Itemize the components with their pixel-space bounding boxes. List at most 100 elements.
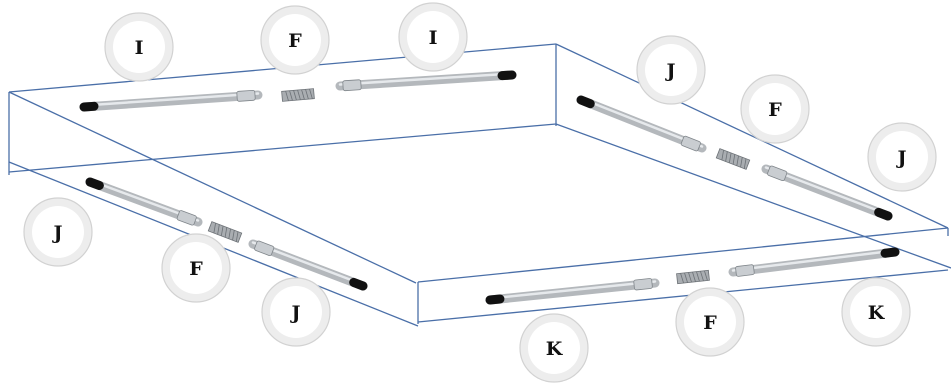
tube-back-left [79,89,263,112]
tube-highlight [82,92,260,107]
badge-label: J [896,147,907,169]
tube-body [761,164,893,221]
connector-rib [743,158,747,169]
tube-end-cap [485,294,505,305]
tube-left-upper [85,177,203,227]
connector-rib [309,88,313,99]
connector-rib [297,89,301,100]
frame-edge-right-upper [555,43,949,229]
frame-edge-front-lower [417,269,949,323]
connector-rib [305,89,309,100]
badge-back-right: I [398,2,468,72]
badge-label: J [290,302,301,324]
light-tubes [79,70,900,305]
connector-rib [740,157,743,168]
tube-clip [680,135,701,152]
tube-highlight [488,280,657,300]
connector-front [676,269,710,285]
connector-rib [732,154,736,165]
connector-rib [293,90,297,101]
badge-label: I [429,27,438,49]
connector-right [715,148,751,170]
tube-clip [767,165,788,182]
badge-front-left: K [519,313,589,383]
tube-clip [735,264,755,277]
tube-end-cap [874,207,893,221]
tube-body [79,90,263,112]
frame-edge-front-upper [417,227,949,283]
connector-rib [213,222,216,234]
badge-label: K [868,302,886,324]
tube-clip [254,240,275,256]
connector-rib [285,90,289,101]
tube-front-right [728,247,900,277]
connector-rib [721,149,724,161]
badge-right-bottom: J [867,122,937,192]
label-badges: I F I J F J J F [23,2,937,383]
connector-rib [684,272,688,283]
connector-rib [220,225,224,237]
connector-rib [301,89,305,100]
tube-end-cap [880,247,900,258]
tube-back-right [335,70,517,92]
connector-rib [725,151,728,162]
badge-label: K [546,338,564,360]
tube-highlight [338,72,514,86]
badge-left-bottom: J [261,277,331,347]
tube-clip [176,210,197,226]
tube-body [485,278,660,305]
tube-front-left [485,278,660,305]
tube-connectors [207,88,751,285]
tube-body [576,95,707,153]
connector-rib [289,90,293,101]
tube-highlight [579,97,704,148]
connector-rib [232,230,235,241]
tube-end-cap [349,277,368,291]
connector-rib [680,273,684,284]
connector-rib [692,271,696,282]
tube-end-cap [85,177,104,190]
tube-left-lower [248,239,368,291]
badge-label: F [189,258,203,280]
tube-clip [633,278,653,291]
connector-rib [728,152,732,164]
connector-rib [217,224,220,235]
badge-label: F [703,312,717,334]
tube-clip [342,79,362,92]
connector-back [281,88,315,102]
badge-front-right: K [841,277,911,347]
badge-label: F [288,30,302,52]
badge-back-mid: F [260,5,330,75]
tube-end-cap [79,101,99,112]
connector-rib [235,231,239,242]
connector-rib [700,271,704,282]
connector-left [207,221,243,243]
tube-right-lower [761,164,893,221]
badge-left-top: J [23,197,93,267]
tube-end-cap [576,95,595,109]
connector-rib [736,155,739,166]
connector-rib [704,270,708,281]
tube-body [335,70,517,91]
connector-rib [696,271,700,282]
tube-highlight [731,249,897,272]
badge-front-mid: F [675,287,745,357]
frame-edge-back-lower [8,123,557,173]
connector-rib [228,228,231,239]
frame-edge-right-lower [555,123,951,269]
tube-right-upper [576,95,707,153]
connector-rib [688,272,692,283]
badge-right-top: J [636,35,706,105]
connector-rib [224,227,228,238]
badge-left-mid: F [161,233,231,303]
tube-body [728,247,900,277]
badge-label: F [768,99,782,121]
badge-label: J [52,222,63,244]
badge-right-mid: F [740,74,810,144]
badge-label: J [665,60,676,82]
frame-edge-left-upper [8,91,417,284]
badge-back-left: I [104,12,174,82]
tube-clip [236,89,256,102]
tube-end-cap [497,70,517,81]
